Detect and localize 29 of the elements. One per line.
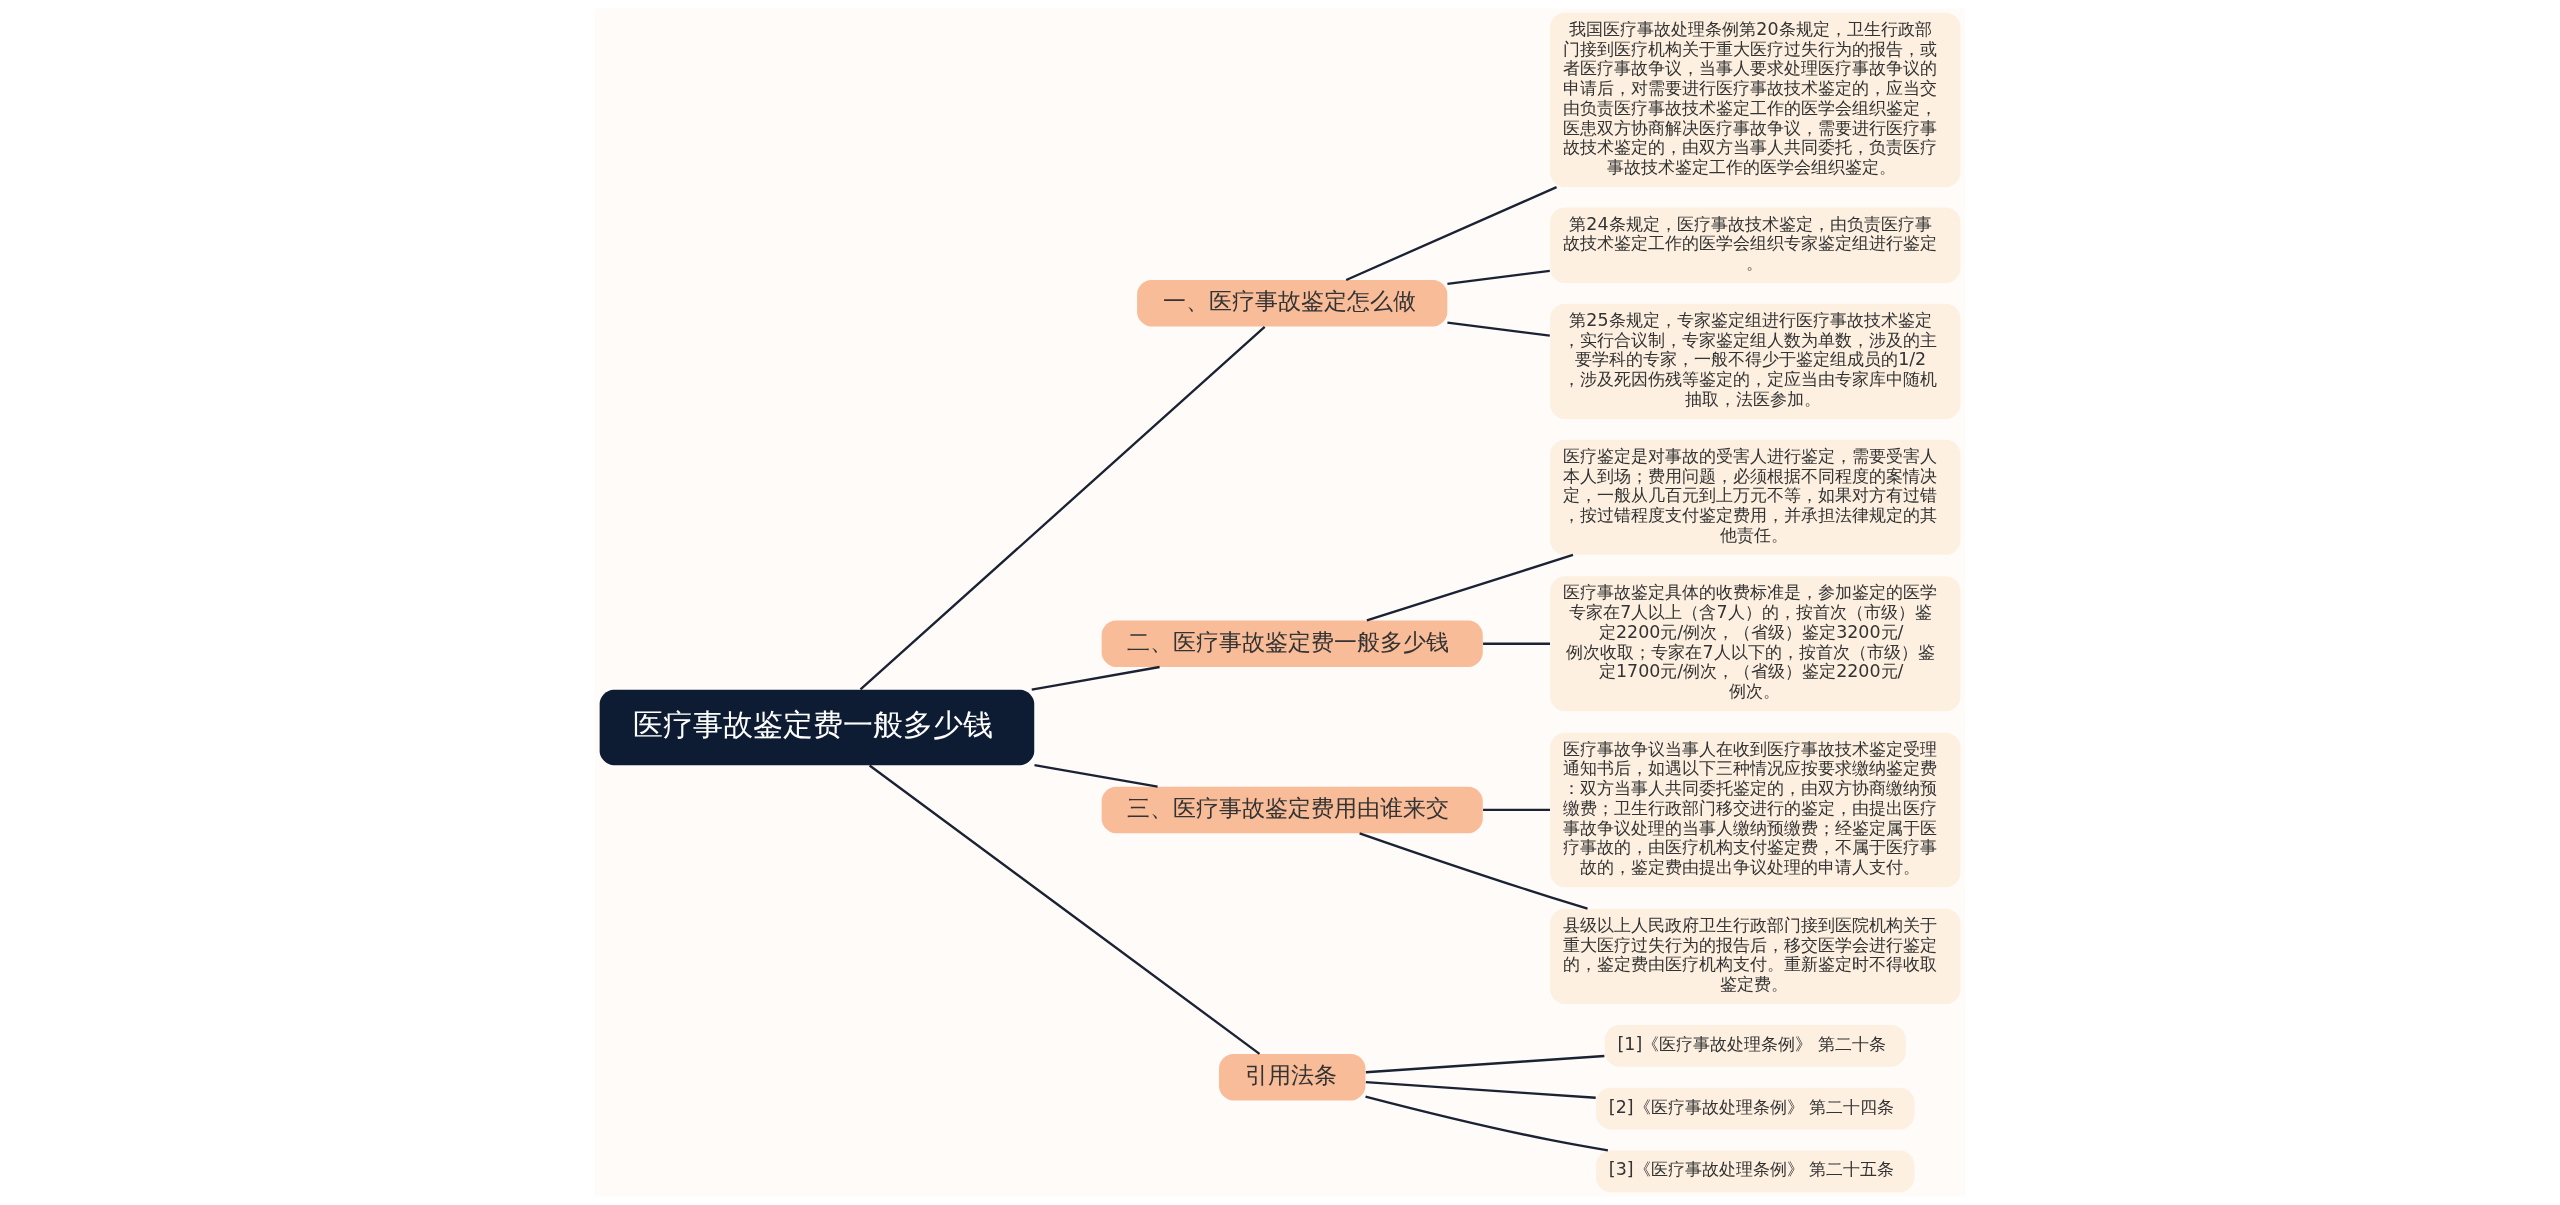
node-box: 第25条规定，专家鉴定组进行医疗事故技术鉴定，实行合议制，专家鉴定组人数为单数，涉及的主要学科的专家，一般不得少于鉴定组成员的1/2，涉及死因伤残等鉴定的，定应当由专家库中随机抽取，法医参加。 xyxy=(1550,303,1961,419)
node-box: 一、医疗事故鉴定怎么做 xyxy=(1137,280,1448,327)
connector xyxy=(859,326,1266,691)
node-box: 医疗事故鉴定费一般多少钱 xyxy=(599,689,1035,766)
node-box: 第24条规定，医疗事故技术鉴定，由负责医疗事故技术鉴定工作的医学会组织专家鉴定组进行鉴定。 xyxy=(1550,207,1961,283)
node-box: 引用法条 xyxy=(1219,1053,1366,1101)
connector xyxy=(1031,665,1160,691)
connector xyxy=(1447,269,1550,285)
node-box: 我国医疗事故处理条例第20条规定，卫生行政部门接到医疗机构关于重大医疗过失行为的报告，或者医疗事故争议，当事人要求处理医疗事故争议的申请后，对需要进行医疗事故技术鉴定的，应当交由负责医疗事故技术鉴定工作的医学会组织鉴定，医患双方协商解决医疗事故争议，需要进行医疗事故技术鉴定的，由双方当事人共同委托，负责医疗事故技术鉴定工作的医学会组织鉴定。 xyxy=(1550,12,1961,188)
node-box: 二、医疗事故鉴定费一般多少钱 xyxy=(1101,620,1483,667)
connector xyxy=(1034,764,1158,788)
connector xyxy=(1366,553,1574,622)
connector xyxy=(1483,642,1550,645)
node-box: [2]《医疗事故处理条例》 第二十四条 xyxy=(1596,1087,1915,1130)
node-box: 医疗事故鉴定具体的收费标准是，参加鉴定的医学专家在7人以上（含7人）的，按首次（市级）鉴定2200元/例次，（省级）鉴定3200元/例次收取；专家在7人以下的，按首次（市级）鉴定1700元/例次，（省级）鉴定2200元/例次。 xyxy=(1550,576,1961,712)
node-box: 医疗事故争议当事人在收到医疗事故技术鉴定受理通知书后，如遇以下三种情况应按要求缴纳鉴定费：双方当事人共同委托鉴定的，由双方协商缴纳预缴费；卫生行政部门移交进行的鉴定，由提出医疗事故争议处理的当事人缴纳预缴费；经鉴定属于医疗事故的，由医疗机构支付鉴定费，不属于医疗事故的，鉴定费由提出争议处理的申请人支付。 xyxy=(1550,732,1961,888)
connector xyxy=(1365,1054,1605,1074)
connector xyxy=(1345,186,1558,282)
node-box: 医疗鉴定是对事故的受害人进行鉴定，需要受害人本人到场；费用问题，必须根据不同程度的案情决定，一般从几百元到上万元不等，如果对方有过错，按过错程度支付鉴定费用，并承担法律规定的其他责任。 xyxy=(1550,439,1961,555)
node-box: [1]《医疗事故处理条例》 第二十条 xyxy=(1604,1024,1906,1067)
connector xyxy=(1359,832,1588,910)
connector xyxy=(1483,808,1550,812)
node-box: 三、医疗事故鉴定费用由谁来交 xyxy=(1101,786,1483,834)
node-box: [3]《医疗事故处理条例》 第二十五条 xyxy=(1596,1150,1915,1193)
connector xyxy=(1365,1080,1596,1099)
connector xyxy=(868,764,1261,1055)
connector xyxy=(1365,1095,1609,1152)
node-box: 县级以上人民政府卫生行政部门接到医院机构关于重大医疗过失行为的报告后，移交医学会进行鉴定的，鉴定费由医疗机构支付。重新鉴定时不得收取鉴定费。 xyxy=(1550,908,1961,1004)
connector xyxy=(1447,321,1550,337)
